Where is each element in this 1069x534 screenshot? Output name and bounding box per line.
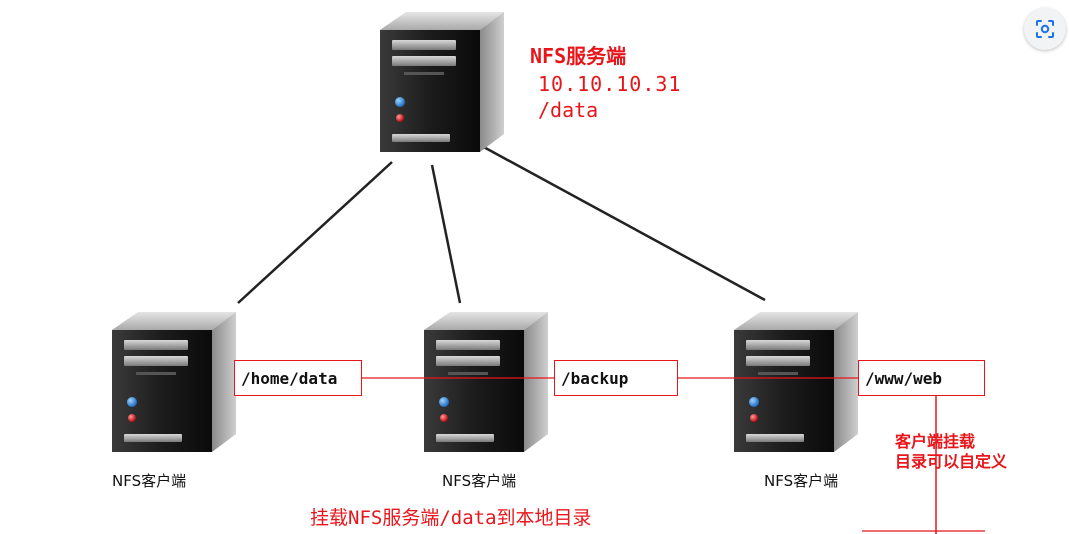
client-2-mount-path: /backup bbox=[554, 360, 678, 396]
custom-dir-note-line2: 目录可以自定义 bbox=[895, 452, 1008, 471]
link-server-client2 bbox=[430, 164, 462, 304]
server-ip: 10.10.10.31 bbox=[538, 72, 682, 96]
client-1-mount-path: /home/data bbox=[234, 360, 362, 396]
nfs-client-1-icon bbox=[112, 312, 236, 452]
client-3-label: NFS客户端 bbox=[764, 472, 839, 490]
client-2-label: NFS客户端 bbox=[442, 472, 517, 490]
lens-button[interactable] bbox=[1024, 8, 1066, 50]
nfs-client-3-icon bbox=[734, 312, 858, 452]
custom-dir-note-line1: 客户端挂载 bbox=[895, 432, 976, 451]
link-server-client1 bbox=[237, 161, 393, 304]
client-3-mount-path: /www/web bbox=[858, 360, 985, 396]
nfs-client-2-icon bbox=[424, 312, 548, 452]
nfs-server-icon bbox=[380, 12, 504, 152]
server-path: /data bbox=[538, 98, 599, 122]
lens-icon bbox=[1036, 20, 1054, 38]
server-title: NFS服务端 bbox=[530, 44, 627, 68]
link-server-client3 bbox=[479, 143, 766, 302]
mount-caption: 挂载NFS服务端/data到本地目录 bbox=[310, 507, 592, 529]
custom-dir-note: 客户端挂载 目录可以自定义 bbox=[895, 432, 1007, 472]
client-1-label: NFS客户端 bbox=[112, 472, 187, 490]
